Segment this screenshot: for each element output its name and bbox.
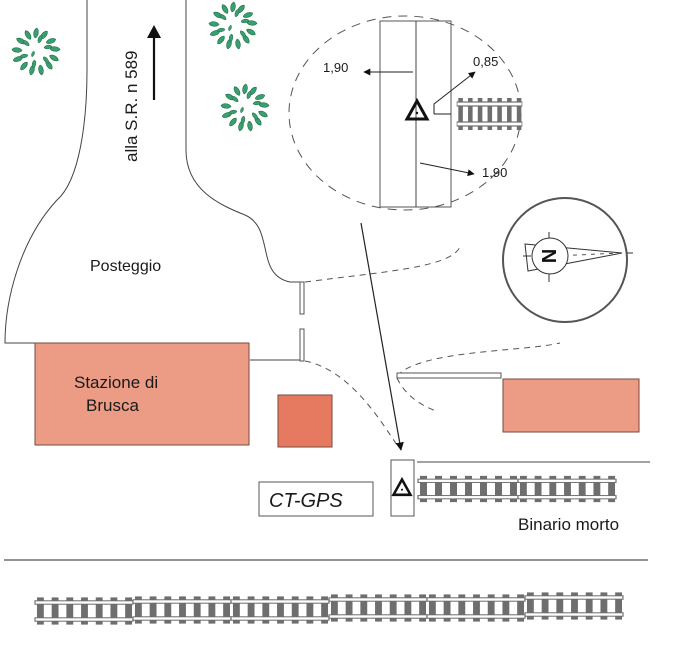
tree-icon	[221, 84, 269, 132]
measurement-left: 1,90	[323, 60, 348, 75]
survey-point-marker-box	[390, 459, 415, 517]
road-right-edge	[185, 0, 302, 283]
road-outline	[4, 0, 302, 361]
small-building	[277, 394, 333, 448]
station-name-line1: Stazione di	[74, 373, 158, 392]
tree-icon	[209, 2, 257, 50]
railway-track-icon	[457, 98, 522, 130]
compass-icon: N	[502, 197, 633, 323]
gate-post-upper	[299, 281, 305, 315]
detail-inset: 1,90 0,85 1,90	[288, 15, 522, 211]
railway-track-segment	[230, 595, 330, 625]
point-name-label: CT-GPS	[269, 490, 343, 512]
tree-icon	[12, 28, 60, 76]
railway-track-segment	[328, 593, 428, 623]
dead-end-track	[417, 475, 617, 503]
railway-track-segment	[34, 596, 134, 626]
railway-track-segment	[524, 591, 624, 621]
main-track	[34, 591, 624, 626]
measurement-track: 0,85	[473, 54, 498, 69]
railway-track-segment	[426, 593, 526, 623]
leader-arrow	[360, 222, 404, 451]
station-building	[34, 342, 250, 446]
measurement-bottom: 1,90	[482, 165, 507, 180]
railway-track-icon	[517, 475, 617, 503]
dead-track-label: Binario morto	[518, 515, 619, 534]
railway-track-icon	[417, 475, 519, 503]
compass-north-letter: N	[537, 249, 559, 263]
station-name-line2: Brusca	[86, 396, 139, 415]
arrow-up-icon	[147, 25, 161, 100]
survey-point-triangle-icon	[405, 99, 429, 121]
road-left-edge	[4, 0, 88, 344]
road-direction-label: alla S.R. n 589	[122, 50, 141, 162]
parking-label: Posteggio	[90, 258, 161, 275]
platform-bar	[396, 372, 502, 379]
right-building	[502, 378, 640, 433]
point-name-box	[258, 481, 374, 517]
railway-track-segment	[132, 595, 232, 625]
dashed-paths	[304, 246, 561, 446]
gate-post-lower	[299, 328, 305, 362]
